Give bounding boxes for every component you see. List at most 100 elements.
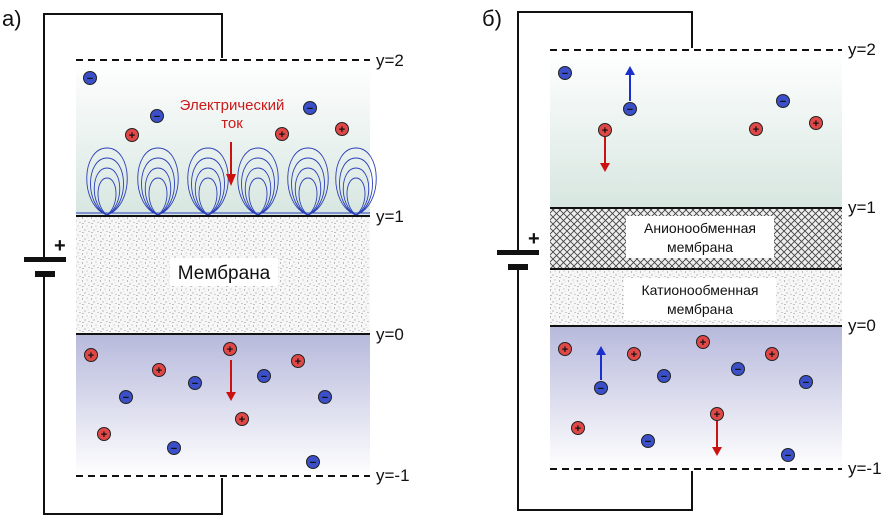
battery-positive-plate-b [497, 250, 539, 255]
vortex-streamline [93, 167, 121, 216]
ion-sign: + [813, 118, 819, 130]
vortex-streamline [298, 177, 318, 216]
ion-sign: − [123, 392, 129, 404]
ion-sign: + [753, 124, 759, 136]
cation-ion: + [571, 421, 585, 435]
panel-b-label: б) [482, 6, 502, 31]
cation-ion: + [84, 348, 98, 362]
ion-sign: + [339, 124, 345, 136]
vortex-streamline [335, 147, 377, 216]
ion-sign: − [627, 104, 633, 116]
vortex-streamline [137, 147, 179, 216]
ion-sign: + [295, 356, 301, 368]
battery-positive-plate [24, 257, 66, 262]
cation-membrane-label-box [624, 278, 776, 320]
ions-panel-b: −−+−++++++−−−+−+−− [558, 66, 823, 462]
anion-ion: − [119, 390, 133, 404]
anion-ion: − [318, 390, 332, 404]
vortex-streamline [144, 167, 172, 216]
cation-ion: + [152, 363, 166, 377]
level-label-y-1: y=-1 [376, 466, 410, 485]
vortex-streamline [187, 147, 229, 216]
cation-drift-arrow-head [600, 163, 610, 172]
vortex-streamline [244, 167, 272, 216]
electric-current-label-line2: ток [221, 115, 243, 132]
vortex-streamline [241, 157, 275, 216]
panel-a: а) + y=2 y=1 y=0 y=-1 Мембрана Электриче… [2, 6, 410, 515]
anion-ion: − [731, 362, 745, 376]
upper-solution-region-b [550, 50, 842, 208]
vortex-streamlines [76, 147, 377, 216]
cation-membrane-label-line1: Катионообменная [642, 282, 759, 298]
vortex-streamline [198, 177, 218, 216]
battery-negative-plate-b [508, 264, 528, 270]
ion-sign: − [780, 96, 786, 108]
ion-sign: − [645, 436, 651, 448]
ion-sign: − [322, 392, 328, 404]
vortex-streamline [339, 157, 373, 216]
vortex-streamline [90, 157, 124, 216]
ion-sign: − [307, 103, 313, 115]
ion-sign: − [154, 111, 160, 123]
anion-ion: − [657, 369, 671, 383]
cation-ion: + [710, 407, 724, 421]
anion-ion: − [83, 71, 97, 85]
ion-sign: + [129, 130, 135, 142]
anion-membrane-label-box [626, 216, 774, 258]
cation-ion: + [598, 123, 612, 137]
circuit-wire-bottom [43, 276, 223, 515]
vortex-streamline [141, 157, 175, 216]
vortex-streamline [191, 157, 225, 216]
ion-sign: − [562, 68, 568, 80]
circuit-wire-bottom-b [517, 268, 693, 511]
anion-ion: − [799, 375, 813, 389]
ion-sign: + [700, 337, 706, 349]
vortex-streamline [287, 147, 329, 216]
ion-sign: − [310, 457, 316, 469]
ion-sign: − [87, 73, 93, 85]
cation-ion: + [749, 122, 763, 136]
ion-sign: + [631, 349, 637, 361]
ion-sign: − [735, 364, 741, 376]
ion-sign: + [227, 344, 233, 356]
anion-ion: − [167, 441, 181, 455]
anion-ion: − [641, 434, 655, 448]
ion-sign: + [101, 429, 107, 441]
anion-ion: − [257, 369, 271, 383]
circuit-wire-top-b [517, 11, 693, 250]
battery-plus-sign: + [54, 235, 66, 257]
anion-ion: − [623, 102, 637, 116]
lower-solution-region [76, 334, 370, 476]
cation-drift-arrow-head [712, 447, 722, 456]
ion-sign: − [803, 377, 809, 389]
cation-ion: + [97, 427, 111, 441]
ion-sign: + [602, 125, 608, 137]
cation-ion: + [235, 412, 249, 426]
ion-sign: + [714, 409, 720, 421]
ion-sign: + [562, 344, 568, 356]
panel-a-label: а) [2, 6, 22, 31]
cation-membrane-label-line2: мембрана [667, 301, 733, 317]
anion-membrane-label-line1: Анионообменная [644, 220, 756, 236]
vortex-streamline [346, 177, 366, 216]
circuit-wire-top [43, 13, 223, 258]
membrane-label-box [170, 258, 278, 286]
level-label-y2-b: y=2 [848, 40, 876, 59]
anion-ion: − [188, 376, 202, 390]
cation-ion: + [275, 127, 289, 141]
cation-ion: + [765, 347, 779, 361]
vortex-streamline [148, 177, 168, 216]
vortex-streamline [342, 167, 370, 216]
panel-b: б) + y=2 y=1 y=0 y=-1 Анионообменная мем… [482, 6, 882, 511]
vortex-streamline [86, 147, 128, 216]
anion-ion: − [150, 109, 164, 123]
ion-sign: − [171, 443, 177, 455]
cation-ion: + [223, 342, 237, 356]
lower-solution-region-b [550, 326, 842, 469]
anion-ion: − [781, 448, 795, 462]
ion-sign: + [239, 414, 245, 426]
ion-sign: + [575, 423, 581, 435]
level-label-y0-b: y=0 [848, 316, 876, 335]
vortex-streamline [294, 167, 322, 216]
cation-ion: + [335, 122, 349, 136]
